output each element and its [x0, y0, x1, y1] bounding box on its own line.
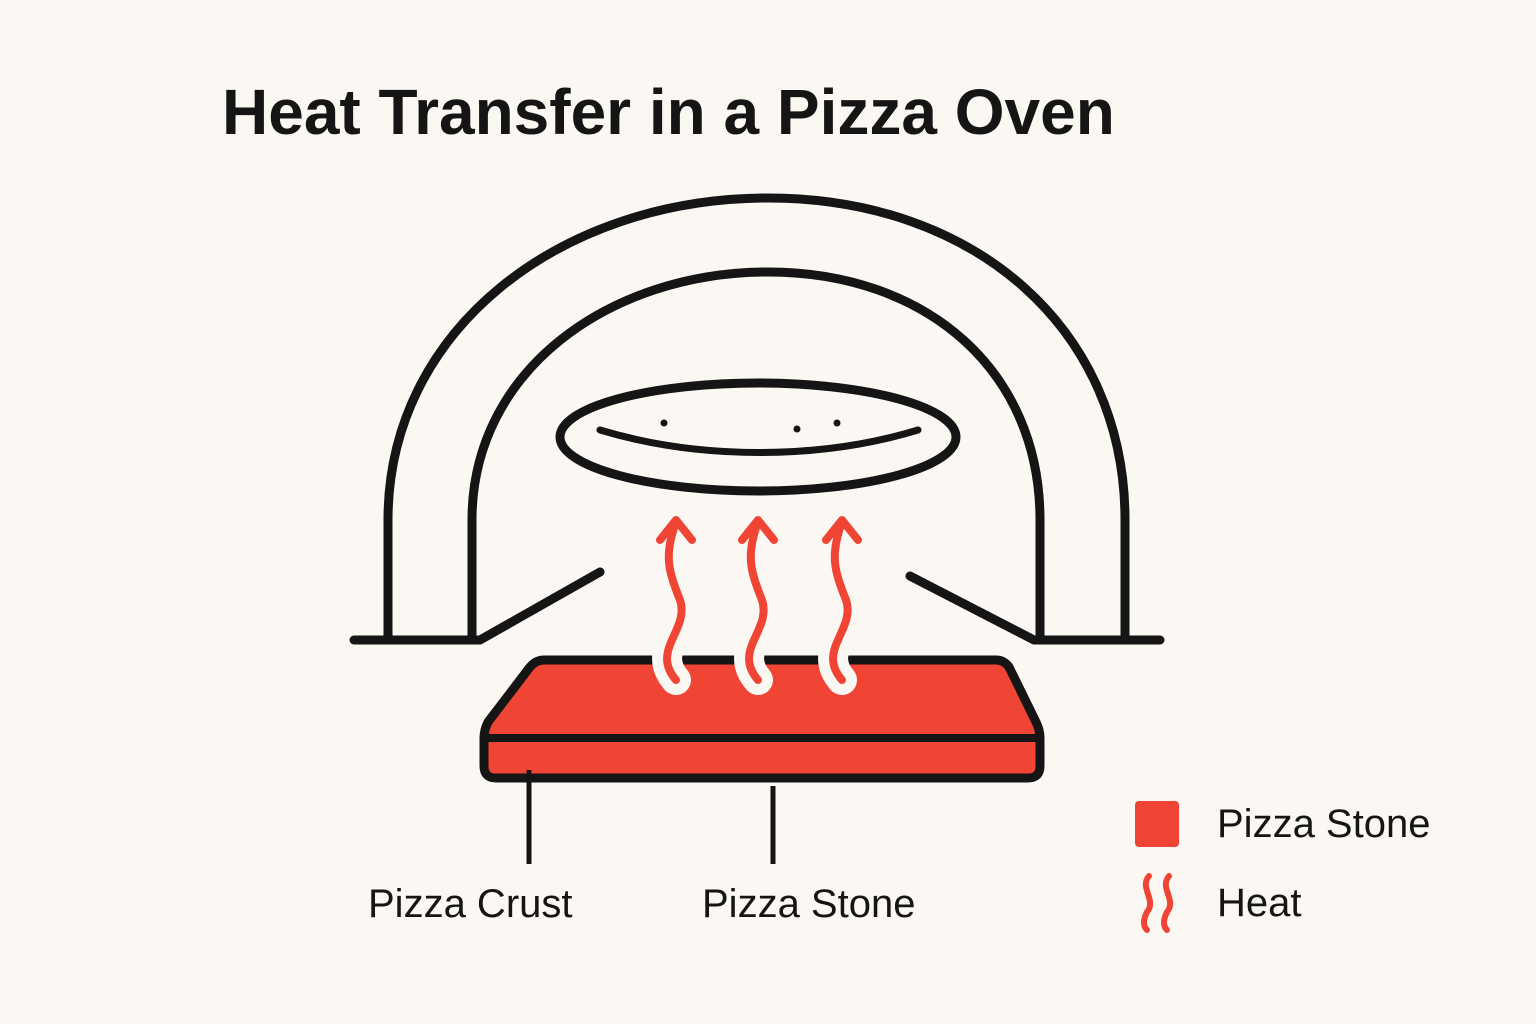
label-pizza-crust: Pizza Crust — [368, 882, 573, 926]
oven-dome-outer — [383, 193, 1130, 645]
oven-base-left — [349, 567, 605, 645]
label-pizza-stone: Pizza Stone — [702, 882, 916, 926]
heat-arrow-icon — [652, 507, 697, 695]
oven-dome-inner — [467, 267, 1045, 645]
pizza-icon — [555, 378, 961, 496]
legend-item-heat: Heat — [1135, 870, 1302, 936]
pizza-stone — [479, 655, 1045, 783]
legend-label: Heat — [1217, 881, 1302, 925]
heat-waves-icon — [1141, 873, 1174, 933]
square-swatch-icon — [1135, 801, 1179, 847]
legend-label: Pizza Stone — [1217, 802, 1431, 846]
heat-arrow-icon — [734, 507, 779, 695]
oven-base-right — [905, 571, 1165, 645]
diagram-title: Heat Transfer in a Pizza Oven — [222, 76, 1115, 148]
legend-item-pizza-stone: Pizza Stone — [1135, 800, 1430, 848]
heat-arrow-icon — [818, 507, 863, 695]
heat-arrows — [652, 507, 863, 695]
